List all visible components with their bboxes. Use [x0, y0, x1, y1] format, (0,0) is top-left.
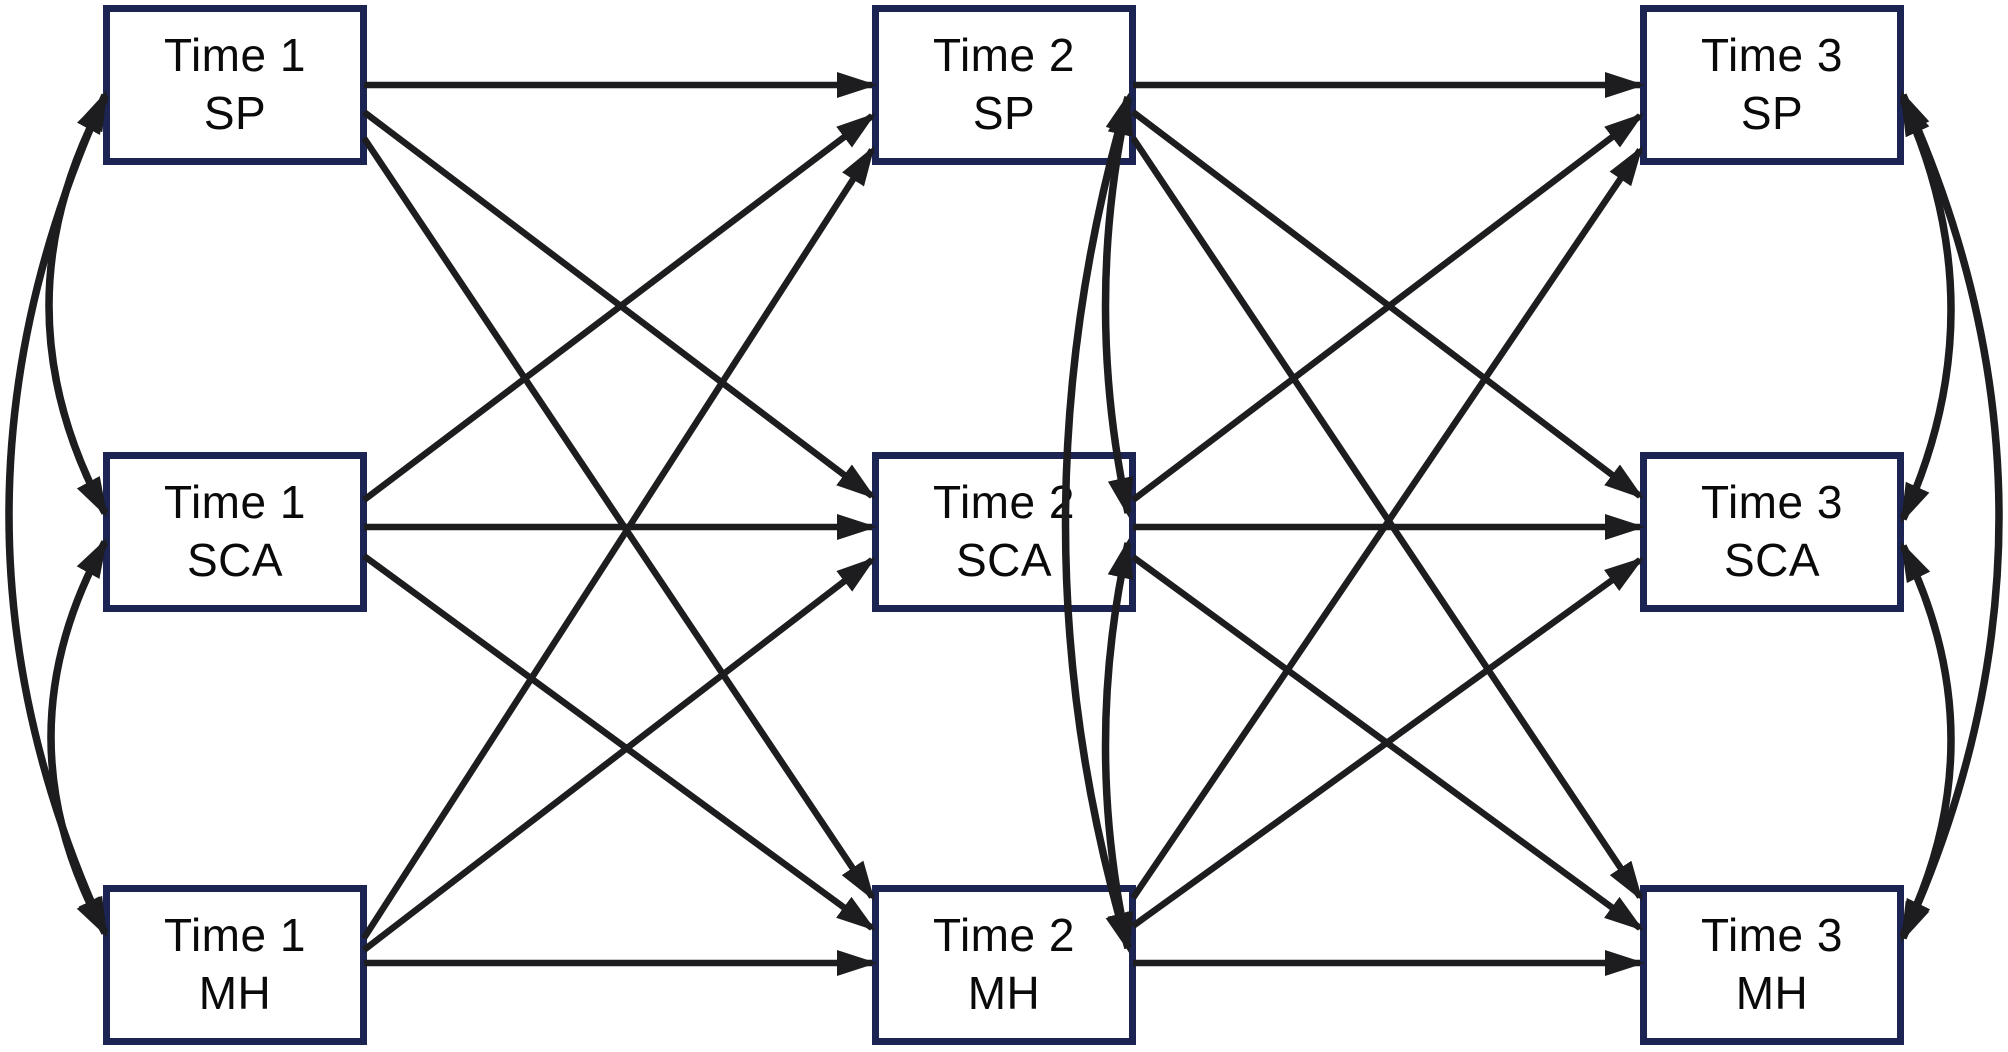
straight-arrow-t2mh-t3sp	[1130, 145, 1643, 900]
correlation-curve-t3-sp-mh	[1899, 90, 2003, 943]
node-label-line1: Time 2	[933, 476, 1075, 529]
node-label-line2: MH	[198, 967, 272, 1019]
node-time3-sp: Time 3 SP	[1640, 5, 1904, 165]
correlation-curve-t1-sca-mh	[47, 537, 109, 938]
correlation-curve-t1-sp-mh	[5, 90, 109, 938]
node-label-line1: Time 3	[1701, 29, 1843, 82]
straight-arrow-t2sca-t3sp	[1131, 112, 1644, 503]
node-label-line2: SP	[1740, 87, 1804, 139]
node-label-line1: Time 3	[1701, 909, 1843, 962]
straight-arrow-t1sca-t2mh	[362, 553, 877, 931]
straight-arrow-t2sca-t3mh	[1131, 554, 1645, 931]
node-time2-sca: Time 2 SCA	[872, 452, 1136, 612]
node-label-line2: SCA	[186, 534, 284, 586]
node-label-line2: MH	[1735, 967, 1809, 1019]
node-label-line2: SP	[203, 87, 267, 139]
node-label-line2: SCA	[955, 534, 1053, 586]
node-label-line1: Time 1	[164, 476, 306, 529]
node-time3-sca: Time 3 SCA	[1640, 452, 1904, 612]
node-label-line2: SCA	[1723, 534, 1821, 586]
straight-arrow-t2sp-t3sca	[1131, 109, 1644, 500]
correlation-curve-t3-sca-mh	[1899, 541, 1955, 940]
node-label-line2: MH	[967, 967, 1041, 1019]
node-label-line1: Time 3	[1701, 476, 1843, 529]
straight-arrow-t1sp-t2sca	[362, 109, 876, 500]
node-time3-mh: Time 3 MH	[1640, 885, 1904, 1045]
node-label-line1: Time 2	[933, 29, 1075, 82]
straight-arrow-t1sca-t2sp	[362, 112, 876, 503]
node-time1-mh: Time 1 MH	[103, 885, 367, 1045]
straight-arrow-t1sp-t2mh	[361, 136, 875, 902]
node-time2-sp: Time 2 SP	[872, 5, 1136, 165]
correlation-curve-t1-sp-sca	[45, 93, 109, 518]
node-time2-mh: Time 2 MH	[872, 885, 1136, 1045]
node-label-line1: Time 1	[164, 909, 306, 962]
straight-arrow-t2sp-t3mh	[1130, 136, 1643, 902]
node-label-line1: Time 1	[164, 29, 306, 82]
node-label-line2: SP	[972, 87, 1036, 139]
node-time1-sca: Time 1 SCA	[103, 452, 367, 612]
straight-arrow-t2mh-t3sca	[1131, 557, 1645, 929]
node-time1-sp: Time 1 SP	[103, 5, 367, 165]
straight-arrow-t1mh-t2sp	[361, 145, 875, 940]
correlation-curve-t3-sp-sca	[1899, 95, 1955, 524]
node-label-line1: Time 2	[933, 909, 1075, 962]
straight-arrow-t1mh-t2sca	[362, 556, 876, 953]
